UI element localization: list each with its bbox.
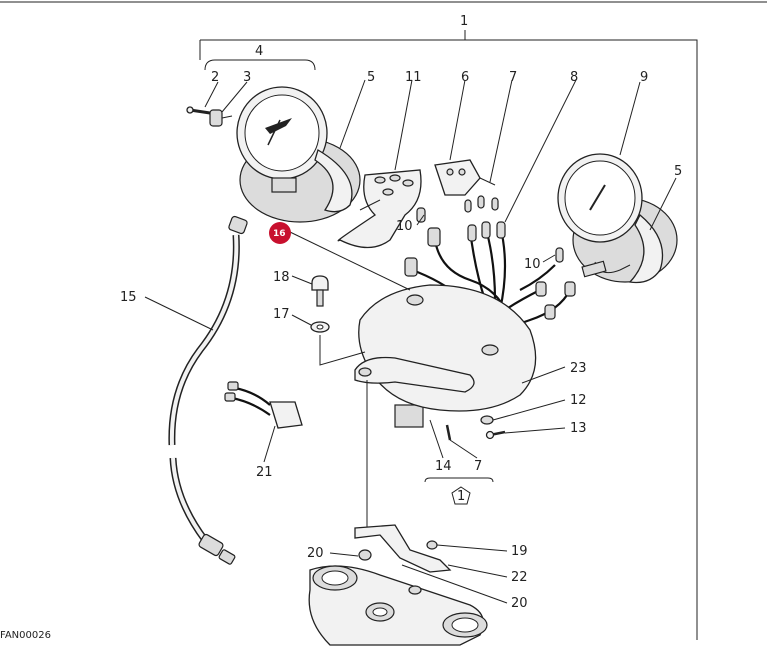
callout-12: 12 <box>570 393 587 408</box>
callout-3: 3 <box>243 70 251 85</box>
callout-14: 14 <box>435 459 452 474</box>
bulbs-10-right <box>555 247 564 263</box>
callout-21: 21 <box>256 465 273 480</box>
group-bracket-4 <box>204 59 316 71</box>
speedometer-cable-15 <box>168 215 248 565</box>
callout-17: 17 <box>273 307 290 322</box>
callout-15: 15 <box>120 290 137 305</box>
callout-5-right: 5 <box>674 164 682 179</box>
callout-20-left: 20 <box>307 546 324 561</box>
callout-7-bottom: 7 <box>474 459 482 474</box>
bushing-3 <box>209 109 233 127</box>
right-gauge <box>557 153 678 284</box>
callout-2: 2 <box>211 70 219 85</box>
reference-pentagon <box>451 486 471 505</box>
instrument-bracket-11 <box>337 169 422 249</box>
screw-13 <box>485 430 506 440</box>
warning-light-holder-6 <box>434 159 496 196</box>
callout-6: 6 <box>461 70 469 85</box>
connector-21 <box>224 381 303 429</box>
callout-7-top: 7 <box>509 70 517 85</box>
callout-18: 18 <box>273 270 290 285</box>
washer-17 <box>310 321 330 333</box>
callout-10-right: 10 <box>524 257 541 272</box>
bulbs-10-left <box>416 195 499 223</box>
callout-23: 23 <box>570 361 587 376</box>
mount-bracket-22 <box>354 524 452 573</box>
callout-13: 13 <box>570 421 587 436</box>
assembly-bracket-1 <box>200 39 698 640</box>
highlight-badge-16 <box>269 222 291 244</box>
assembly-line-17 <box>319 335 366 366</box>
callout-22: 22 <box>511 570 528 585</box>
group-bracket-1-lower <box>424 477 494 483</box>
left-gauge <box>236 86 361 223</box>
callout-8: 8 <box>570 70 578 85</box>
callout-5-left: 5 <box>367 70 375 85</box>
screw-7-lower <box>445 424 452 441</box>
callout-1-reference: 1 <box>457 489 465 504</box>
nut-12 <box>480 415 494 425</box>
callout-labels: 1 4 2 3 5 11 6 7 8 9 5 10 10 16 18 17 15… <box>120 14 682 611</box>
callout-10-left: 10 <box>396 219 413 234</box>
bracket-14 <box>354 356 475 393</box>
callout-4: 4 <box>255 44 263 59</box>
lower-cover-23 <box>358 284 537 412</box>
callout-9: 9 <box>640 70 648 85</box>
drawing-code: FAN00026 <box>0 630 51 641</box>
screw-18 <box>311 275 329 307</box>
triple-clamp <box>308 565 488 646</box>
callout-19: 19 <box>511 544 528 559</box>
callout-1: 1 <box>460 14 468 29</box>
callout-16: 16 <box>273 229 286 239</box>
callout-20-right: 20 <box>511 596 528 611</box>
leader-lines <box>144 79 677 604</box>
screw-2 <box>186 106 211 115</box>
callout-11: 11 <box>405 70 422 85</box>
